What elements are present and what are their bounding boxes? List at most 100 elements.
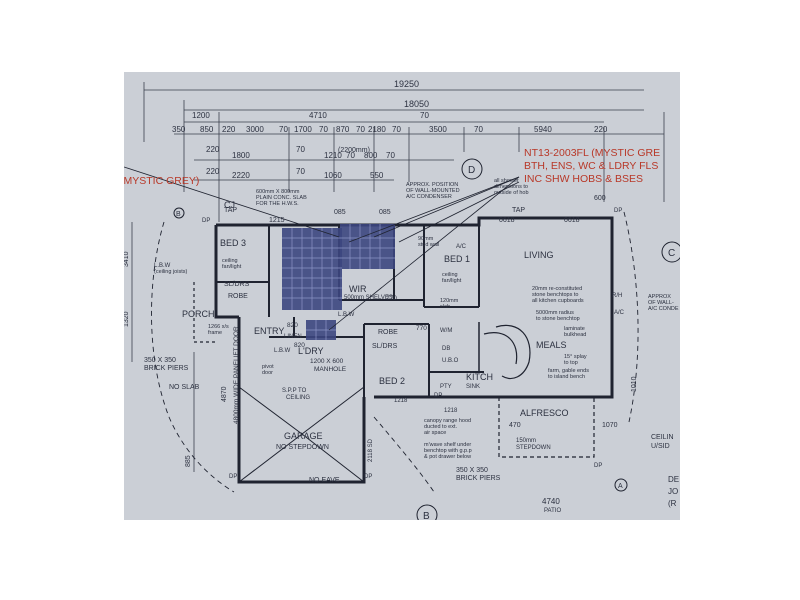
note-shower-1: all shower (494, 178, 519, 184)
note-rh: R/H (612, 293, 622, 299)
dim-window-b: 085 (334, 209, 346, 216)
floor-plan-sheet: 19250 18050 1200 4710 70 350 850 220 300… (124, 72, 680, 520)
room-bed3: BED 3 (220, 238, 246, 248)
dim-wir-height: (2200mm) (338, 147, 370, 154)
note-canopy-2: ducted to ext. (424, 424, 457, 430)
dim-overall: 19250 (394, 79, 419, 89)
room-sl-drs-a: SL/DRS (224, 281, 250, 288)
note-spp-2: CEILING (286, 395, 310, 401)
dim-sixth-2: 70 (296, 167, 305, 176)
note-condenser-2: OF WALL-MOUNTED (406, 188, 460, 194)
tap-b: TAP (512, 207, 525, 214)
dim-sixth-1: 2220 (232, 171, 250, 180)
note-shelf: m'wave shelf under benchtop with g.p.p &… (424, 442, 473, 460)
room-robe-a: ROBE (228, 293, 248, 300)
dp-d: DP (614, 208, 622, 214)
room-alfresco: ALFRESCO (520, 408, 569, 418)
dim-garage-door: 4800mm WIDE PANELIFT DOOR (233, 326, 240, 424)
red-note-line3: INC SHW HOBS & BSES (524, 173, 643, 185)
dim-fifth-0: 220 (206, 145, 220, 154)
tile-grid-lines (282, 224, 395, 340)
note-shelf-2: benchtop with g.p.p (424, 448, 472, 454)
dim-third-2: 70 (420, 111, 429, 120)
note-shower-size: 1266 x/s (208, 324, 229, 330)
note-shower-2: dimensions to (494, 184, 528, 190)
dim-left-d: 885 (185, 455, 192, 467)
note-spp: S.P.P TO (282, 388, 307, 394)
note-shelves: 500mm SHELVES (344, 295, 393, 301)
note-slab-1: 600mm X 800mm (256, 189, 300, 195)
red-note-line2: BTH, ENS, WC & LDRY FLS (524, 160, 658, 172)
room-labels: BED 3 WIR BED 1 LIVING PORCH ENTRY L'DRY… (182, 238, 569, 451)
dp-c: DP (594, 463, 602, 469)
grid-marker-a: A (618, 483, 623, 490)
note-gable: farm, gable ends to island bench (548, 368, 591, 380)
dim-fourth-3: 3000 (246, 125, 264, 134)
note-shelf-3: & pot drawer below (424, 454, 471, 460)
floor-plan-drawing: 19250 18050 1200 4710 70 350 850 220 300… (124, 72, 680, 520)
note-db: DB (442, 346, 450, 352)
grid-markers: D B C A B CJ (176, 165, 675, 520)
note-pivot-2: door (262, 370, 273, 376)
dim-second: 18050 (404, 99, 429, 109)
note-no-slab: NO SLAB (169, 384, 200, 391)
note-bench-3: all kitchen cupboards (532, 298, 584, 304)
note-mystic-grey: (MYSTIC GREY) (124, 175, 199, 187)
dim-right-a: 1070 (602, 422, 618, 429)
note-condenser: APPROX. POSITION OF WALL-MOUNTED A/C CON… (406, 182, 461, 200)
dim-fourth-7: 870 (336, 125, 350, 134)
dim-misc-d: 820 (287, 322, 298, 329)
dim-fourth-1: 850 (200, 125, 214, 134)
dim-window-d: 0618 (499, 217, 515, 224)
dim-third-0: 1200 (192, 111, 210, 120)
note-shower-size-2: frame (208, 330, 222, 336)
note-approx-right: APPROX OF WALL- A/C CONDE (648, 294, 679, 312)
ceiling-fan-a2: fan/light (222, 264, 242, 270)
note-radius: 5000mm radius to stone benchtop (536, 310, 580, 322)
note-radius-2: to stone benchtop (536, 316, 580, 322)
room-kitch: KITCH (466, 372, 493, 382)
dim-fourth-0: 350 (172, 125, 186, 134)
dim-window-a: 1215 (269, 217, 285, 224)
note-slab-3: FOR THE H.W.S. (256, 201, 299, 207)
dim-fourth-12: 70 (474, 125, 483, 134)
dim-misc-f: 770 (416, 325, 427, 332)
grid-circles (173, 158, 680, 520)
note-partial-right-3: (R (668, 499, 677, 508)
grid-marker-d: D (468, 165, 475, 176)
note-pty: PTY (440, 384, 452, 390)
dim-misc-h: 600 (594, 195, 606, 202)
grid-marker-b2: B (176, 211, 181, 218)
dim-misc-b: 1218 (444, 408, 458, 414)
note-slab-2: PLAIN CONC. SLAB (256, 195, 307, 201)
dim-fourth-9: 2180 (368, 125, 386, 134)
dim-sixth-0: 220 (206, 167, 220, 176)
note-condenser-1: APPROX. POSITION (406, 182, 458, 188)
note-stepdown: 150mm (516, 438, 536, 444)
room-living: LIVING (524, 250, 554, 260)
dim-fourth-8: 70 (356, 125, 365, 134)
dim-left-a: 3410 (124, 251, 130, 267)
note-approx-right-2: OF WALL- (648, 300, 674, 306)
room-sl-drs-b: SL/DRS (372, 343, 398, 350)
note-gable-2: to island bench (548, 374, 585, 380)
dim-fourth-2: 220 (222, 125, 236, 134)
dimension-text: 19250 18050 1200 4710 70 350 850 220 300… (124, 79, 638, 506)
dp-a: DP (229, 474, 237, 480)
dim-fifth-4: 70 (346, 151, 355, 160)
room-ldry: L'DRY (298, 346, 324, 356)
note-ceiling-right: CEILIN (651, 434, 674, 441)
dim-fifth-5: 800 (364, 151, 378, 160)
dim-window-c: 085 (379, 209, 391, 216)
note-bulkhead: laminate bulkhead (564, 326, 586, 338)
note-shower-3: outside of hob (494, 190, 529, 196)
note-slab-bottom-2: slab (440, 304, 450, 310)
dim-fifth-3: 1210 (324, 151, 342, 160)
note-radius-1: 5000mm radius (536, 310, 574, 316)
note-shower: all shower dimensions to outside of hob (494, 178, 529, 196)
note-stud-1: 90mm (418, 236, 434, 242)
kitchen-island (483, 324, 531, 380)
note-patio: PATIO (544, 508, 561, 514)
dim-fourth-6: 70 (319, 125, 328, 134)
note-canopy: canopy range hood ducted to ext. air spa… (424, 418, 473, 436)
